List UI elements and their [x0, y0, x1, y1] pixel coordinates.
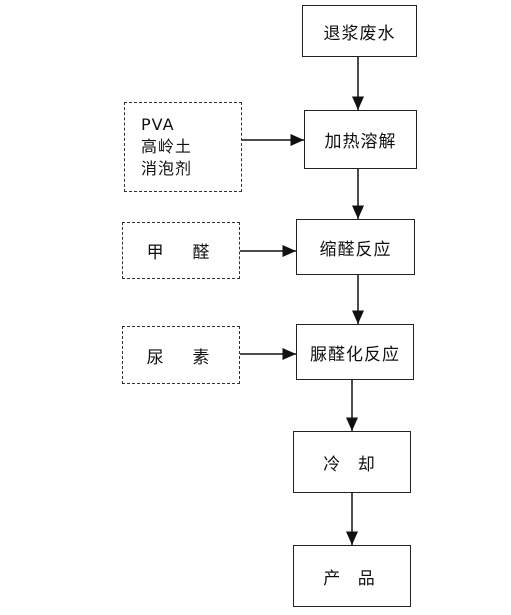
process-step-3: 缩醛反应	[296, 219, 415, 275]
input-line: PVA	[141, 115, 175, 134]
process-step-6: 产 品	[293, 545, 411, 607]
input-line: 消泡剂	[141, 159, 193, 178]
process-step-label: 退浆废水	[323, 23, 396, 44]
input-box-formaldehyde: 甲 醛	[122, 222, 240, 279]
process-step-label: 冷 却	[323, 454, 381, 475]
process-step-label: 加热溶解	[324, 132, 397, 152]
input-box-urea: 尿 素	[122, 326, 240, 384]
input-label: 尿 素	[146, 347, 216, 368]
input-box-additives: PVA 高岭土 消泡剂	[124, 102, 242, 192]
process-step-label: 脲醛化反应	[310, 344, 400, 365]
input-label: 甲 醛	[146, 243, 216, 263]
process-step-5: 冷 却	[293, 431, 411, 493]
process-step-label: 产 品	[323, 568, 381, 589]
process-step-4: 脲醛化反应	[296, 324, 414, 380]
process-step-label: 缩醛反应	[319, 239, 392, 260]
process-step-1: 退浆废水	[302, 5, 417, 57]
input-line: 高岭土	[141, 137, 193, 156]
process-step-2: 加热溶解	[304, 110, 417, 169]
